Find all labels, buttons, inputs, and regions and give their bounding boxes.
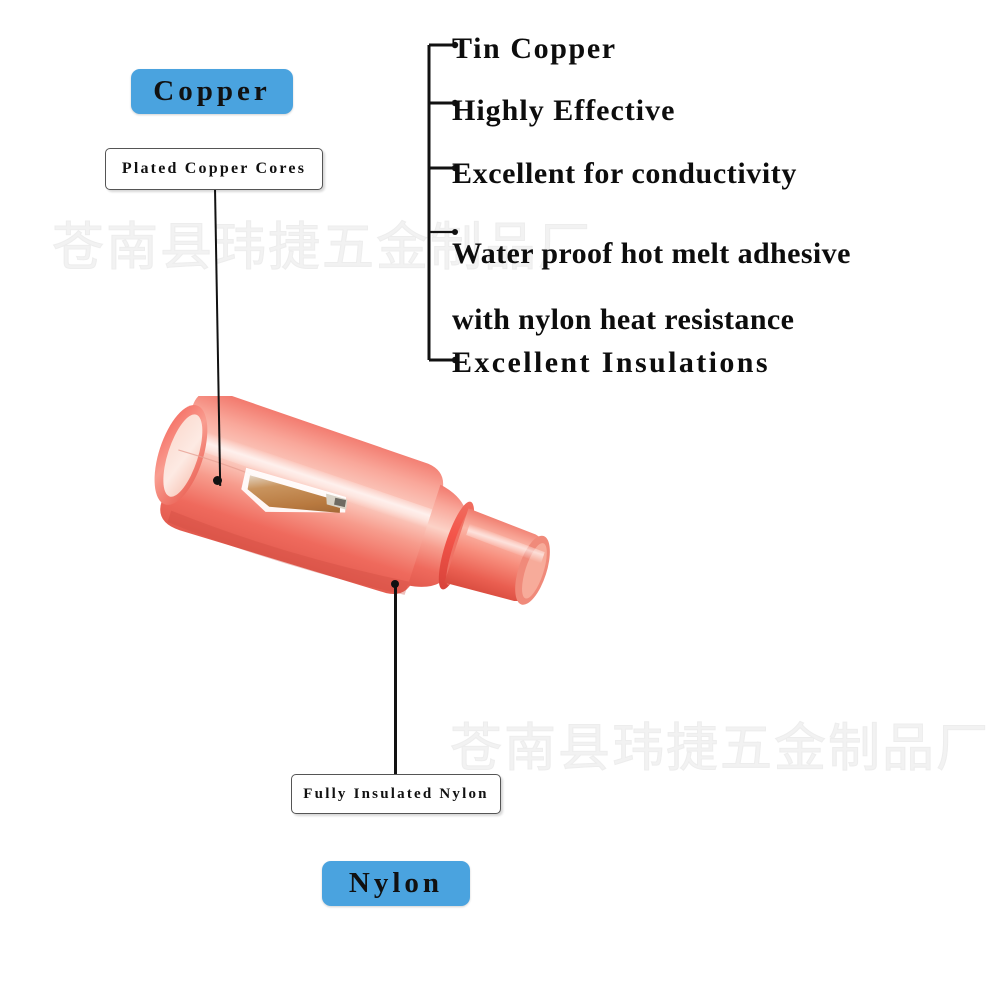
feature-text: Tin Copper	[452, 32, 617, 65]
callout-plated-copper-cores: Plated Copper Cores	[105, 148, 323, 190]
feature-item-excellent-insulations: Excellent Insulations	[452, 346, 770, 380]
badge-copper: Copper	[131, 69, 293, 114]
watermark-text-bottom: 苍南县玮捷五金制品厂	[449, 719, 991, 780]
feature-item-waterproof-adhesive: Water proof hot melt adhesive with nylon…	[452, 221, 851, 353]
feature-item-excellent-conductivity: Excellent for conductivity	[452, 157, 797, 191]
feature-item-tin-copper: Tin Copper	[452, 32, 617, 66]
badge-nylon: Nylon	[322, 861, 470, 906]
leader-line-nylon	[394, 583, 397, 775]
feature-text: Excellent Insulations	[452, 346, 770, 379]
product-image	[108, 391, 578, 636]
feature-text-line-1: Water proof hot melt adhesive	[452, 237, 851, 270]
feature-text-line-2: with nylon heat resistance	[452, 303, 795, 336]
feature-text: Highly Effective	[452, 94, 676, 127]
feature-text: Excellent for conductivity	[452, 157, 797, 190]
feature-item-highly-effective: Highly Effective	[452, 94, 675, 128]
callout-fully-insulated-nylon: Fully Insulated Nylon	[291, 774, 501, 814]
leader-dot-copper-cores	[213, 476, 222, 485]
